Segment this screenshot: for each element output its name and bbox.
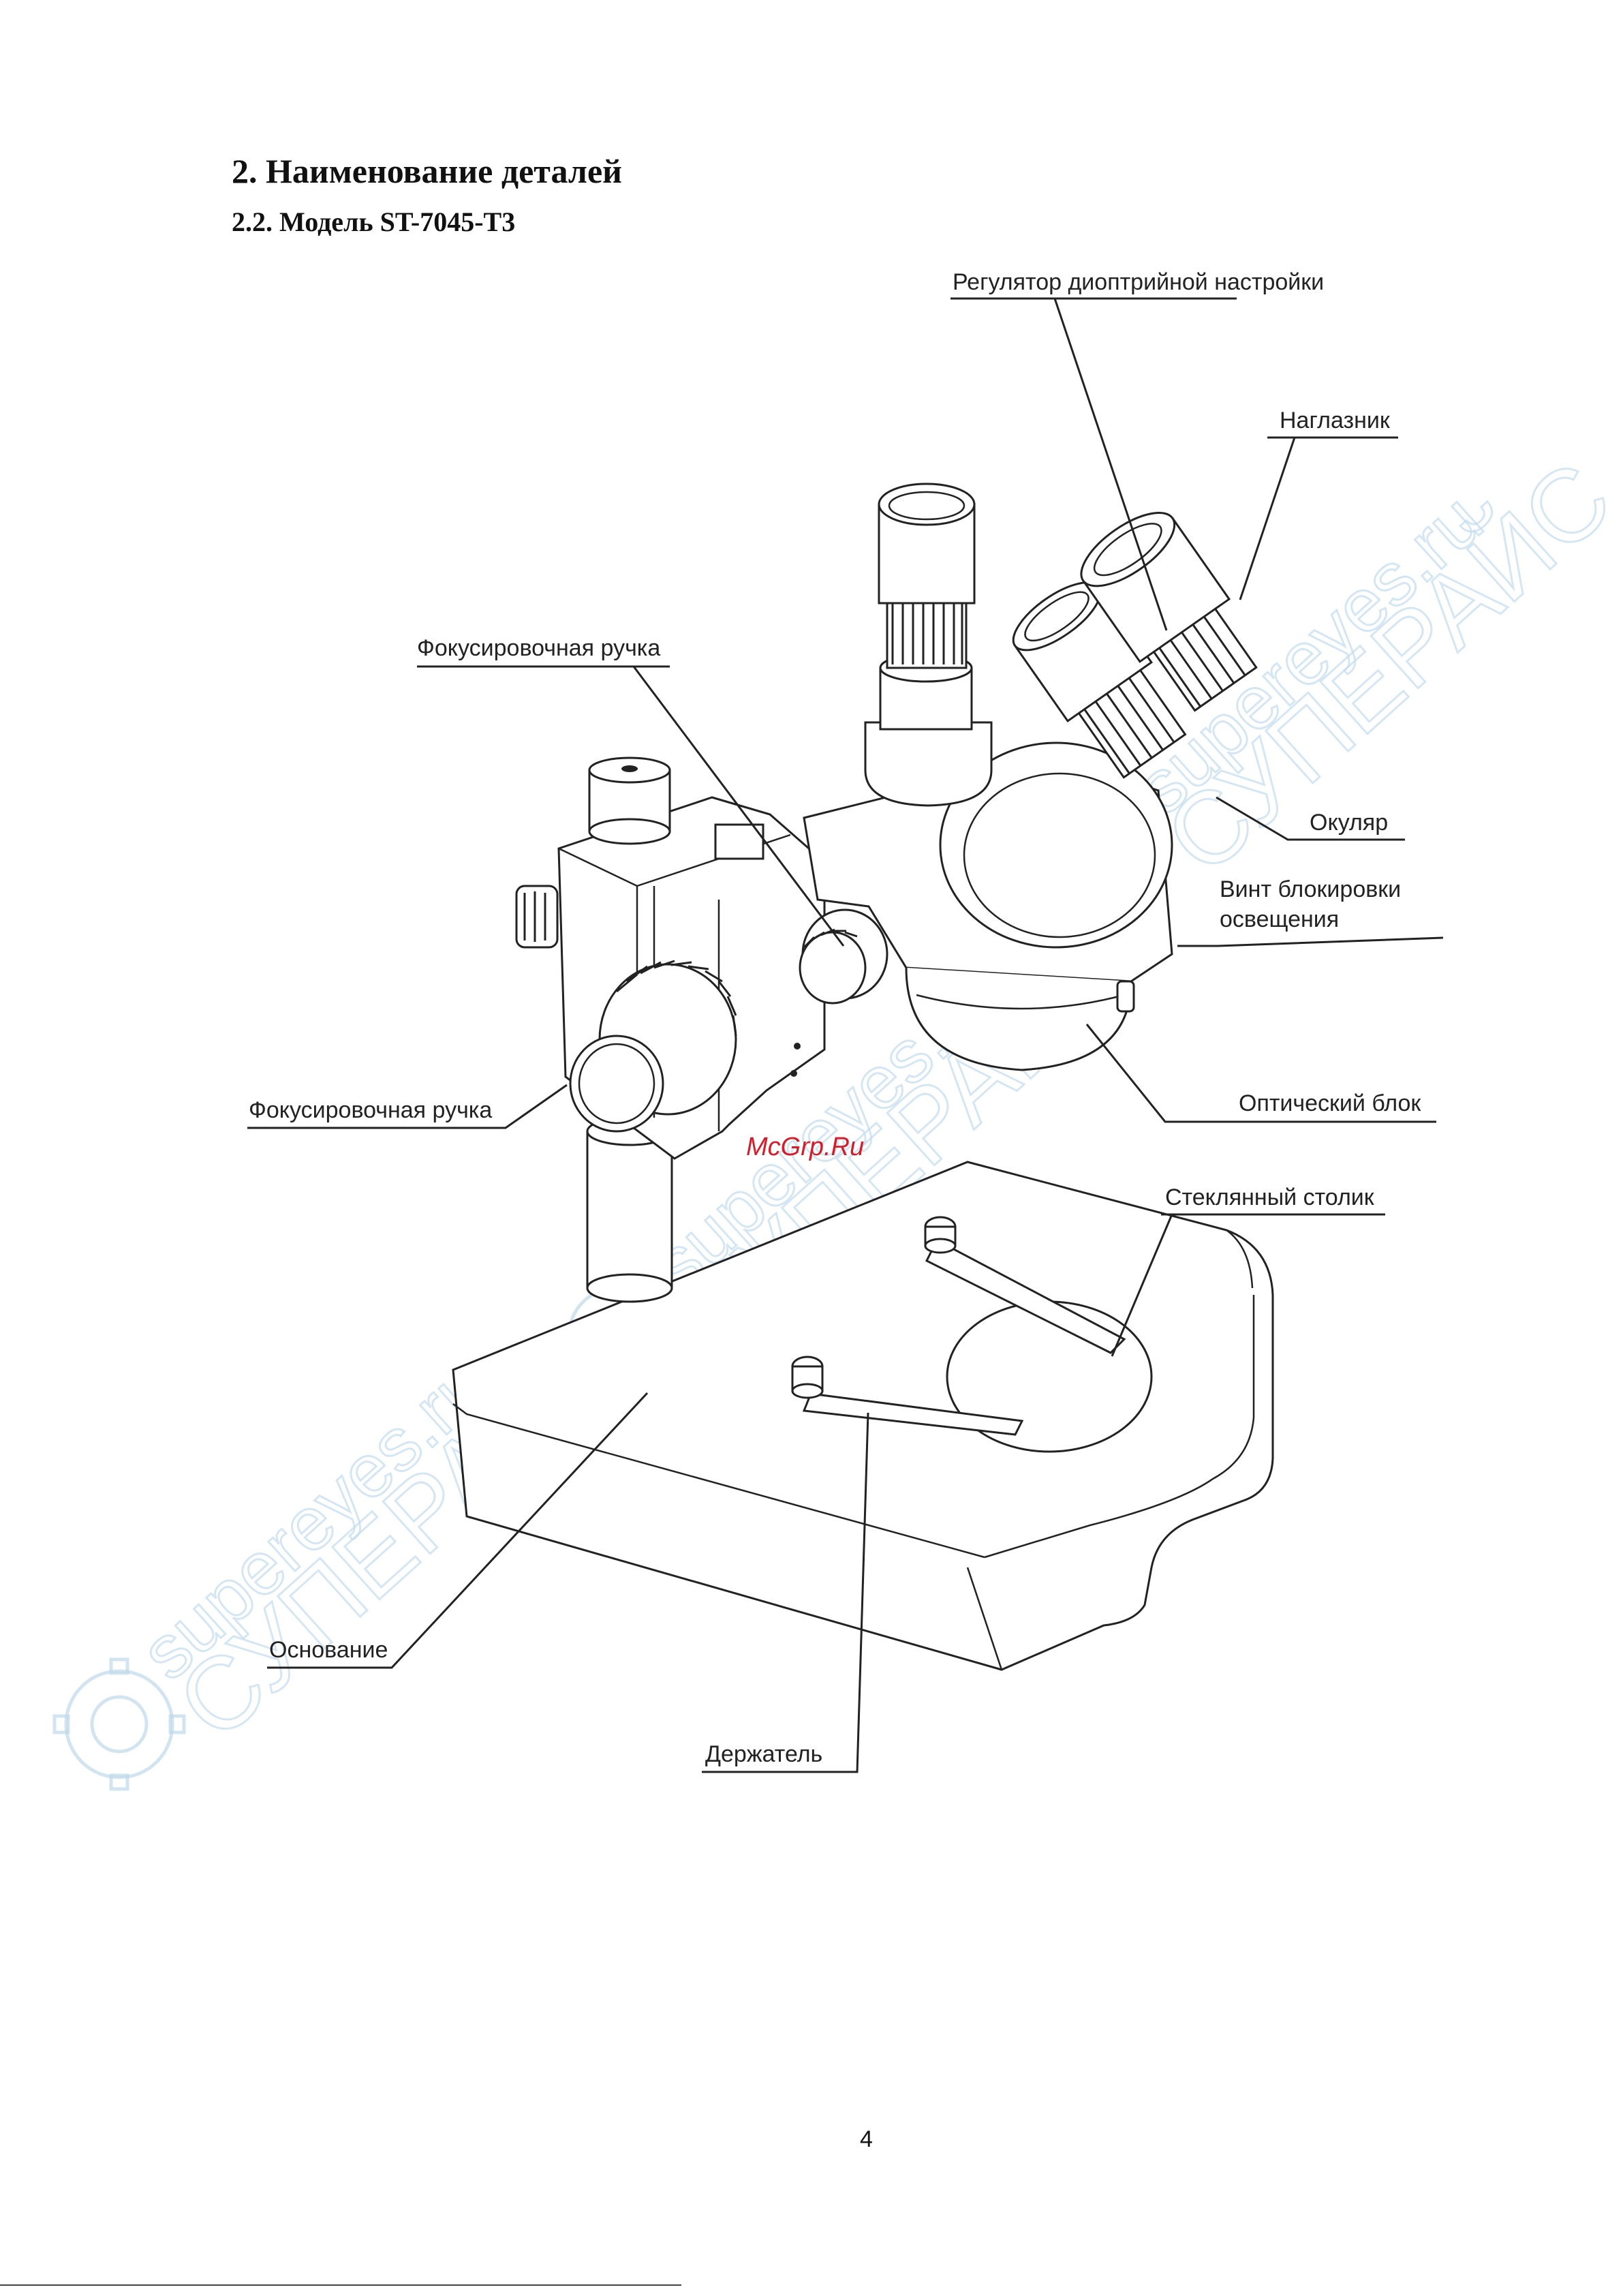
label-light-lock-screw-line1: Винт блокировки (1220, 876, 1401, 902)
label-diopter-adjuster: Регулятор диоптрийной настройки (953, 269, 1324, 295)
page-number: 4 (860, 2126, 873, 2153)
lamp-cylinder (589, 758, 670, 844)
footer-rule (0, 2284, 681, 2286)
trinocular-tube (865, 484, 991, 806)
label-eyecup: Наглазник (1280, 408, 1391, 433)
label-optical-block: Оптический блок (1239, 1090, 1421, 1116)
tension-knob (516, 886, 557, 947)
microscope-head (804, 743, 1172, 1070)
label-eyepiece: Окуляр (1310, 810, 1388, 836)
label-holder: Держатель (705, 1741, 822, 1767)
label-focus-knob-left: Фокусировочная ручка (249, 1097, 492, 1123)
label-glass-stage: Стеклянный столик (1165, 1184, 1375, 1210)
label-light-lock-screw-line2: освещения (1220, 906, 1339, 932)
label-base: Основание (269, 1637, 388, 1663)
focus-knob-right (800, 910, 887, 1003)
label-focus-knob-top: Фокусировочная ручка (417, 635, 660, 661)
mcgrp-stamp: McGrp.Ru (746, 1133, 864, 1161)
